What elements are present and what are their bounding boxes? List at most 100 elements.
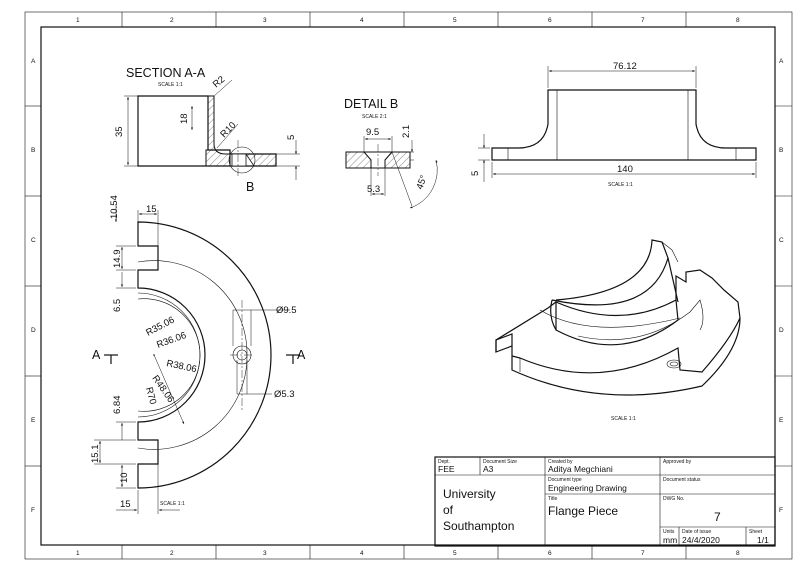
tb-sheet: 1/1: [757, 535, 769, 545]
tb-date-label: Date of issue: [682, 529, 711, 535]
dim-35: 35: [114, 126, 125, 137]
zone-col-4-bottom: 4: [360, 550, 364, 557]
dim-r2: R2: [211, 74, 227, 90]
zone-row-b-right: B: [779, 147, 783, 154]
dim-76-12: 76.12: [613, 61, 637, 72]
dim-45-deg: 45°: [414, 174, 429, 191]
tb-org-line1: University: [443, 487, 496, 501]
zone-col-7-bottom: 7: [641, 550, 645, 557]
section-hatch: [205, 95, 231, 167]
zone-col-8-top: 8: [736, 17, 740, 24]
zone-col-5-bottom: 5: [453, 550, 457, 557]
tb-dept: FEE: [438, 464, 455, 474]
front-view: 76.12 140 5 SCALE 1:1: [470, 61, 757, 188]
zone-row-c-right: C: [779, 237, 784, 244]
detail-scale: SCALE 2:1: [362, 114, 387, 120]
zone-row-a-right: A: [779, 58, 784, 65]
section-hatch-flange: [245, 153, 277, 167]
zone-row-b-left: B: [31, 147, 35, 154]
tb-title: Flange Piece: [548, 504, 618, 518]
dim-r10: R10: [218, 120, 238, 140]
front-scale: SCALE 1:1: [608, 182, 633, 188]
section-scale: SCALE 1:1: [158, 82, 183, 88]
tb-dept-label: Dept.: [438, 459, 450, 465]
tb-org-line2: of: [443, 503, 454, 517]
dim-5-front: 5: [470, 171, 481, 176]
zone-row-e-right: E: [779, 417, 784, 424]
top-scale: SCALE 1:1: [160, 501, 185, 507]
tb-status-label: Document status: [663, 477, 701, 483]
tb-size: A3: [483, 464, 494, 474]
zone-row-d-left: D: [31, 327, 36, 334]
zone-col-2-top: 2: [170, 17, 174, 24]
tb-created-by: Aditya Megchiani: [548, 464, 613, 474]
tb-org-line3: Southampton: [443, 519, 514, 533]
top-outline: [137, 221, 272, 489]
dim-r70: R70: [143, 386, 158, 406]
tb-dwg-no: 7: [714, 510, 721, 524]
dim-18: 18: [179, 113, 190, 124]
zone-col-8-bottom: 8: [736, 550, 740, 557]
tb-type-label: Document type: [548, 477, 582, 483]
tb-size-label: Document Size: [483, 459, 517, 465]
zone-col-4-top: 4: [360, 17, 364, 24]
dim-9-5: 9.5: [366, 127, 379, 138]
zone-col-1-bottom: 1: [76, 550, 80, 557]
front-outline: [491, 89, 757, 161]
dim-5-3: 5.3: [367, 184, 380, 195]
zone-row-a-left: A: [31, 58, 36, 65]
dim-2-1: 2.1: [401, 125, 412, 138]
zone-row-f-right: F: [779, 507, 783, 514]
dim-10: 10: [119, 472, 130, 483]
detail-b-circle: [228, 146, 256, 174]
zone-labels: 1 2 3 4 5 6 7 8 1 2 3 4 5 6 7 8 A B C D …: [31, 17, 784, 557]
iso-view: SCALE 1:1: [495, 239, 741, 422]
tb-approved-label: Approved by: [663, 459, 692, 465]
tb-date: 24/4/2020: [682, 535, 720, 545]
tb-title-label: Title: [548, 496, 557, 502]
detail-b-marker: B: [246, 180, 254, 194]
zone-col-7-top: 7: [641, 17, 645, 24]
tb-dwg-label: DWG No.: [663, 496, 684, 502]
tb-doc-type: Engineering Drawing: [548, 483, 627, 493]
zone-row-e-left: E: [31, 417, 36, 424]
tb-units-label: Units: [663, 529, 675, 535]
iso-wall: [551, 239, 669, 306]
dim-140: 140: [617, 164, 633, 175]
dim-5-section: 5: [286, 135, 297, 140]
section-hole: [231, 153, 247, 167]
dim-10-54: 10.54: [109, 195, 120, 219]
dim-15-1: 15.1: [90, 445, 101, 464]
zone-col-3-top: 3: [263, 17, 267, 24]
title-block: Dept. FEE Document Size A3 Created by Ad…: [434, 456, 776, 547]
detail-view: DETAIL B SCALE 2:1 9.5 2.1 5.3 45°: [344, 97, 438, 209]
section-title: SECTION A-A: [126, 66, 206, 80]
zone-col-1-top: 1: [76, 17, 80, 24]
section-mark-a-right: A: [297, 348, 306, 362]
dim-dia-5-3: Ø5.3: [274, 389, 295, 400]
dim-14-9: 14.9: [112, 250, 123, 269]
iso-base: [495, 269, 741, 374]
section-mark-a-left: A: [92, 348, 101, 362]
tb-created-label: Created by: [548, 459, 573, 465]
tb-units: mm: [663, 535, 677, 545]
dim-r36-06: R36.06: [155, 330, 188, 351]
zone-row-c-left: C: [31, 237, 36, 244]
section-view: SECTION A-A SCALE 1:1 B 35 18 R2 R10 5: [114, 66, 300, 194]
dim-6-5: 6.5: [112, 299, 123, 312]
detail-title: DETAIL B: [344, 97, 398, 111]
zone-col-3-bottom: 3: [263, 550, 267, 557]
tb-sheet-label: Sheet: [749, 529, 763, 535]
zone-col-6-bottom: 6: [548, 550, 552, 557]
iso-hole: [666, 359, 682, 369]
zone-col-5-top: 5: [453, 17, 457, 24]
zone-col-6-top: 6: [548, 17, 552, 24]
top-view: A A 10.54 15 14.9 6.5 R35.06 R36.06 R38.…: [90, 195, 306, 514]
dim-6-84: 6.84: [112, 396, 123, 415]
zone-row-d-right: D: [779, 327, 784, 334]
dim-r38-06: R38.06: [165, 358, 197, 375]
dim-15-top: 15: [146, 204, 157, 215]
zone-col-2-bottom: 2: [170, 550, 174, 557]
dim-15-bottom: 15: [120, 499, 131, 510]
